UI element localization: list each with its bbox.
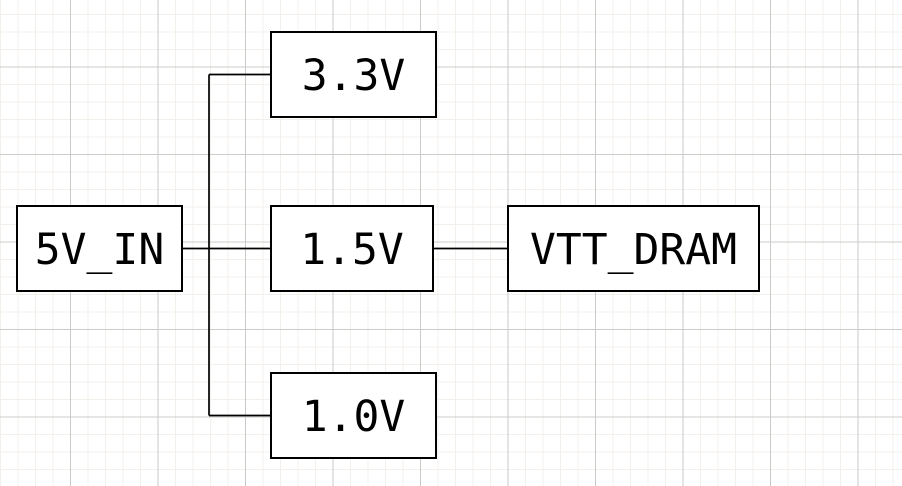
- node-3v3[interactable]: 3.3V: [270, 31, 437, 118]
- node-1v0[interactable]: 1.0V: [270, 372, 437, 459]
- node-5v-in-label: 5V_IN: [34, 225, 165, 275]
- node-3v3-label: 3.3V: [301, 51, 406, 101]
- node-1v0-label: 1.0V: [301, 392, 406, 442]
- node-vtt-dram[interactable]: VTT_DRAM: [507, 205, 760, 292]
- node-5v-in[interactable]: 5V_IN: [16, 205, 183, 292]
- node-1v5[interactable]: 1.5V: [270, 205, 434, 292]
- node-vtt-dram-label: VTT_DRAM: [529, 225, 738, 275]
- node-1v5-label: 1.5V: [300, 225, 404, 275]
